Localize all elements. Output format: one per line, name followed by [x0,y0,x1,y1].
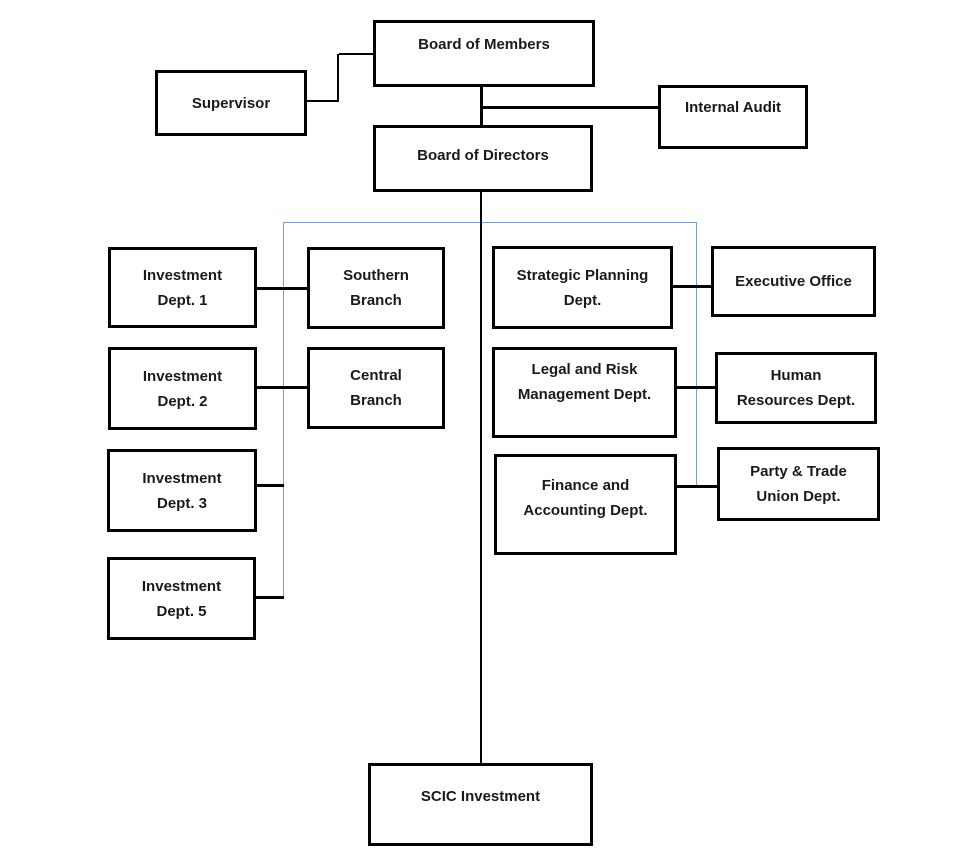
node-investment-dept-1: Investment Dept. 1 [108,247,257,328]
node-scic-investment: SCIC Investment [368,763,593,846]
group-connector-horizontal [283,222,697,223]
node-human-resources: Human Resources Dept. [715,352,877,424]
connector-supervisor-to-board [339,53,373,55]
connector-members-to-directors [480,87,483,125]
node-board-of-directors: Board of Directors [373,125,593,192]
connector-finance-partytrade [677,485,717,488]
connector-supervisor-horizontal [307,100,338,102]
node-strategic-planning: Strategic Planning Dept. [492,246,673,329]
group-connector-vertical-right [696,222,697,487]
group-connector-vertical-left [283,222,284,599]
node-internal-audit: Internal Audit [658,85,808,149]
connector-directors-to-scic-trunk [480,192,482,763]
node-board-of-members: Board of Members [373,20,595,87]
connector-investment2-central [257,386,307,389]
node-southern-branch: Southern Branch [307,247,445,329]
connector-to-internal-audit [483,106,658,109]
node-executive-office: Executive Office [711,246,876,317]
node-investment-dept-2: Investment Dept. 2 [108,347,257,430]
connector-investment3-bracket [257,484,284,487]
node-finance-accounting: Finance and Accounting Dept. [494,454,677,555]
connector-investment5-bracket [255,596,284,599]
node-investment-dept-3: Investment Dept. 3 [107,449,257,532]
node-investment-dept-5: Investment Dept. 5 [107,557,256,640]
connector-legal-humanresources [677,386,715,389]
connector-investment1-southern [257,287,307,290]
connector-strategic-executive [673,285,711,288]
node-party-trade-union: Party & Trade Union Dept. [717,447,880,521]
node-legal-risk-management: Legal and Risk Management Dept. [492,347,677,438]
node-central-branch: Central Branch [307,347,445,429]
node-supervisor: Supervisor [155,70,307,136]
connector-supervisor-vertical [337,54,339,102]
